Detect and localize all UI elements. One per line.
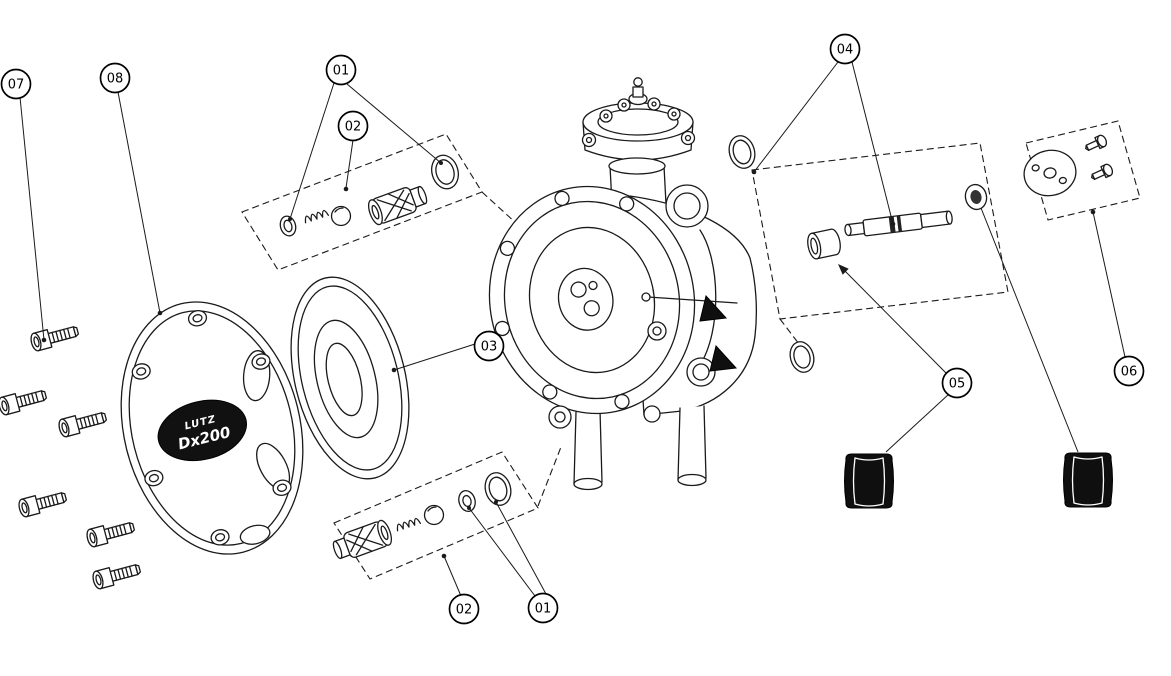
callout-leaders [19,61,1126,597]
body-front-flange [488,185,696,415]
callout-label: 02 [456,603,473,618]
leader-line-07 [19,96,45,341]
callout-label: 07 [8,78,25,93]
leader-dot [157,310,163,316]
callout-balloon-01-bottom: 01 [527,592,559,624]
cover-bolt-holes [131,309,292,546]
callout-label: 02 [345,120,362,135]
part-flange-screw [1082,133,1109,155]
body-parting-line [699,229,717,366]
body-neck-flange [608,157,666,175]
part-air-valve [581,77,696,161]
leader-dot [288,217,292,221]
leader-dot [890,221,896,227]
leader-dot [751,169,757,175]
part-oring-body-bottom [789,341,815,373]
part-cover: LUTZ Dx200 [120,301,304,555]
leader-dot [41,337,47,343]
leader-line-04-b [851,61,894,225]
leader-line-01-bottom-b [495,501,547,595]
part-collar-left [843,453,895,509]
leader-line-08 [117,91,161,314]
cover-badge: LUTZ Dx200 [157,399,248,462]
part-valve-ball-top [330,205,352,227]
part-valve-spring-bottom [395,516,422,532]
callout-balloon-04: 04 [829,33,861,65]
part-collar-right [1062,452,1114,508]
callout-label: 08 [107,72,124,87]
valve-assembly-bottom [329,472,512,564]
part-oring-body-top [728,135,756,169]
part-cover-screw [0,385,49,417]
part-shaft [844,210,953,237]
leader-line-01-bottom-a [468,507,536,597]
leader-line-05-c [980,207,1079,453]
part-cover-screw [56,407,109,439]
leader-line-02-bottom [443,555,462,597]
body-clamp-levers [641,292,738,372]
callout-label: 04 [837,43,854,58]
construction-line-top [481,191,518,225]
part-cover-screw [84,517,137,549]
part-cover-screw [90,559,143,591]
part-valve-cage-bottom [329,518,395,564]
leader-arrowhead [838,264,849,275]
leader-dot [494,500,498,504]
part-bearing-ring [964,183,988,211]
callout-balloon-08: 08 [99,62,131,94]
part-flange-screw [1088,162,1115,184]
callout-balloon-01-top: 01 [325,54,357,86]
callout-balloon-07: 07 [0,68,32,100]
part-oring-small-top [279,215,297,237]
callout-balloon-03: 03 [473,330,505,362]
callout-label: 03 [481,340,498,355]
construction-line-right [779,318,800,345]
callout-balloon-05: 05 [941,367,973,399]
part-diaphragm [290,276,410,480]
part-bushing [807,228,841,260]
leader-line-06 [1092,211,1126,358]
part-pump-body [488,77,758,491]
dashed-box-shaft [751,142,1009,320]
part-cover-screws [0,321,143,591]
dashed-box-valve-top [241,133,483,271]
part-valve-cage-top [365,181,431,227]
callout-label: 01 [535,602,552,617]
part-cover-screw [16,487,69,519]
callout-label: 06 [1121,365,1138,380]
leader-dot [343,186,349,192]
part-valve-ball-bottom [423,504,445,526]
part-washer-bottom [458,490,476,512]
leader-dot [1090,209,1096,215]
construction-line-bottom [537,446,562,507]
callout-label: 05 [949,377,966,392]
part-cover-screw [28,321,81,353]
callout-balloon-02-top: 02 [337,110,369,142]
leader-line-03 [393,343,476,371]
body-side-ports [548,184,716,429]
leader-line-01-top-a [289,82,335,220]
part-oring-large-bottom [484,472,512,506]
body-legs [573,405,707,491]
part-flange-disc [1023,149,1077,197]
leader-line-04-a [753,61,839,173]
leader-line-05-a [840,266,947,374]
leader-dot [391,367,397,373]
callout-balloon-06: 06 [1113,355,1145,387]
leader-dot [439,161,443,165]
leader-dot [441,553,447,559]
leader-line-05-b [885,393,950,453]
part-oring-large-top [431,154,459,190]
leader-dot [467,506,471,510]
valve-assembly-top [279,154,459,237]
flange-hub [557,267,614,331]
callout-balloon-02-bottom: 02 [448,593,480,625]
callout-label: 01 [333,64,350,79]
dashed-box-valve-bottom [333,451,539,580]
leader-line-01-top-b [346,83,442,164]
part-valve-spring-top [303,208,330,224]
leader-line-02-top [345,139,354,189]
